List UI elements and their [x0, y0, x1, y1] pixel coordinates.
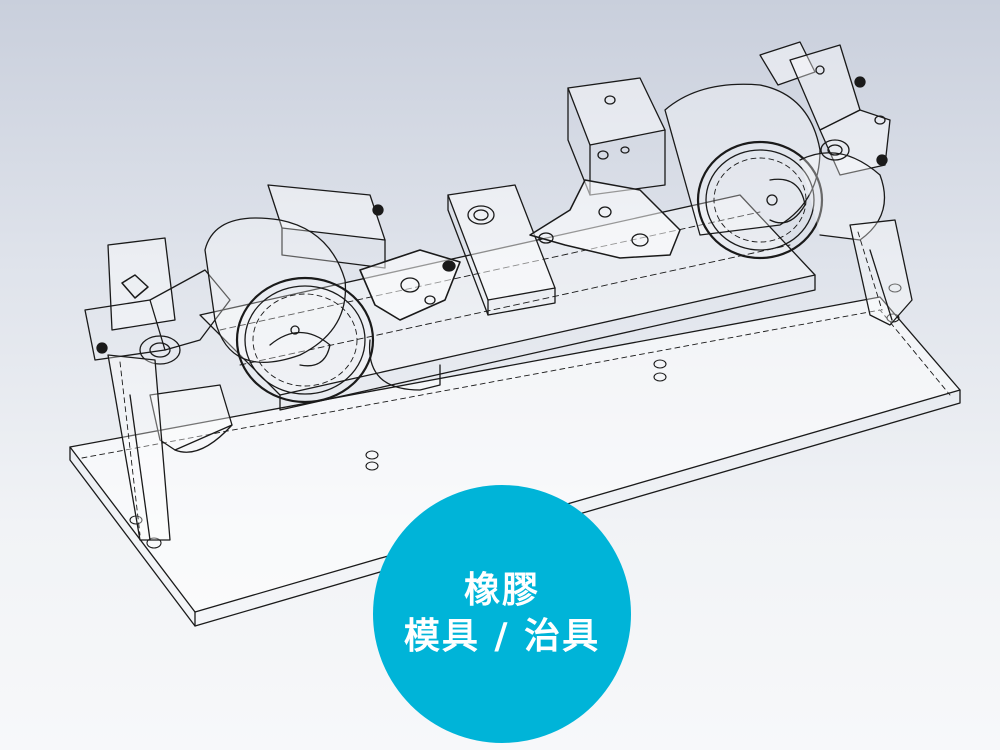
badge-title-line-2: 模具 / 治具 [403, 616, 601, 657]
center-block [447, 184, 556, 316]
right-support-leg [849, 219, 913, 326]
left-fixture-assembly [84, 184, 461, 453]
left-support-leg [107, 354, 171, 541]
right-fixture-assembly [529, 41, 891, 260]
badge-title-line-1: 橡膠 [463, 570, 540, 611]
base-plate [69, 296, 961, 627]
category-badge: 橡膠 模具 / 治具 [373, 485, 631, 743]
